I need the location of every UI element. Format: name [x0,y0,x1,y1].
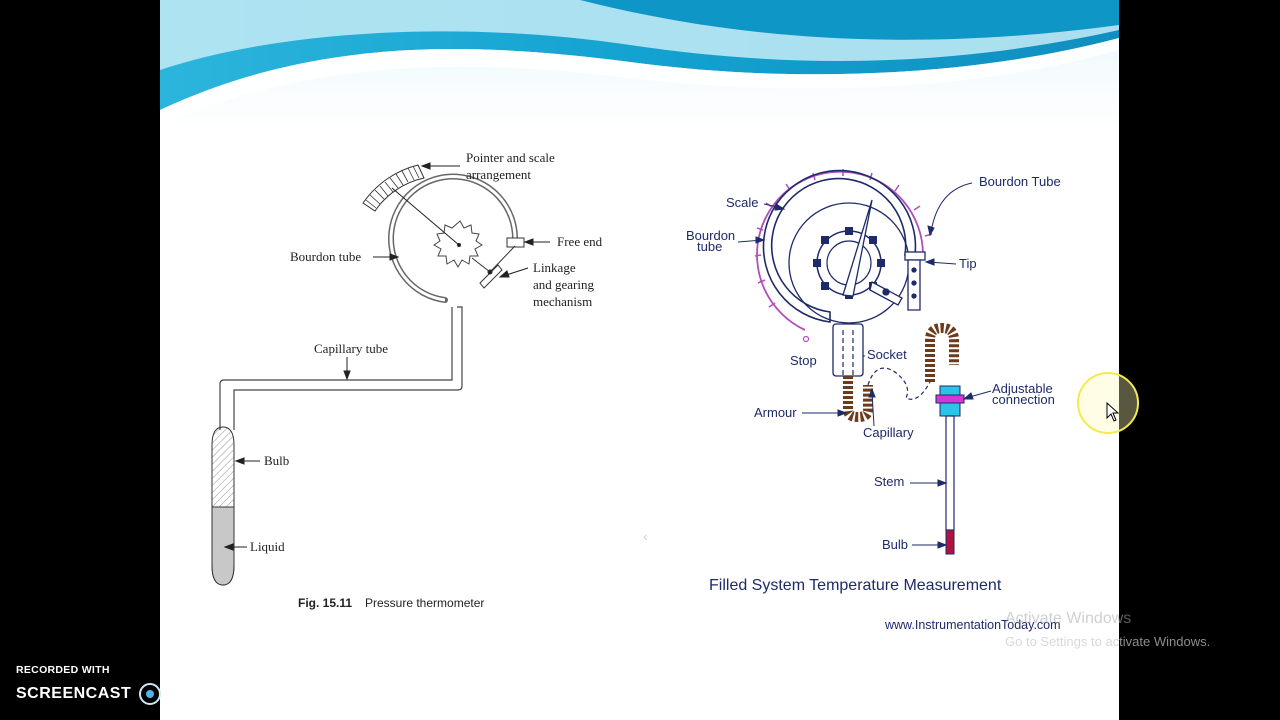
diagram-canvas: Pointer and scale arrangement Bourdon tu… [211,150,1061,632]
right-label-tip: Tip [959,256,977,271]
right-url: www.InstrumentationToday.com [884,618,1061,632]
recorder-brand-a: SCREENCAST [16,685,132,702]
right-pointer [842,199,873,297]
left-pressure-thermometer: Pointer and scale arrangement Bourdon tu… [211,150,603,610]
right-label-stem: Stem [874,474,904,489]
left-label-bulb: Bulb [264,453,289,468]
right-label-bourdon-2: tube [697,239,722,254]
left-label-linkage-3: mechanism [533,294,592,309]
recorder-label: RECORDED WITH [16,664,110,676]
left-label-pointer: Pointer and scale [466,150,555,165]
left-pointer [391,187,460,246]
left-label-bourdon: Bourdon tube [290,249,361,264]
right-label-capillary: Capillary [863,425,914,440]
right-linkage-icon [869,251,926,311]
recorder-brand: SCREENCAST MATIC [16,683,219,705]
left-liquid [211,506,235,586]
slide-nav-hint-icon: ‹ [643,528,648,544]
cursor-highlight [1077,372,1139,434]
right-armour [843,376,873,423]
right-label-bourdon-top: Bourdon Tube [979,174,1061,189]
right-armour-loop [925,322,959,382]
left-label-pointer-2: arrangement [466,167,531,182]
right-capillary [867,367,931,400]
slide: Pointer and scale arrangement Bourdon tu… [160,0,1119,720]
right-label-bourdon-1: Bourdon [686,228,735,243]
right-label-socket: Socket [867,347,907,362]
left-label-linkage-2: and gearing [533,277,595,292]
right-bulb [945,529,955,555]
left-label-free-end: Free end [557,234,603,249]
right-label-stop: Stop [790,353,817,368]
activate-windows-title: Activate Windows [1005,610,1132,627]
mouse-cursor-icon [1106,402,1120,422]
left-label-liquid: Liquid [250,539,285,554]
left-label-linkage-1: Linkage [533,260,576,275]
left-scale-icon [362,164,425,212]
right-filled-system: Scale Bourdon Tube Bourdon tube Tip Stop… [686,169,1061,632]
right-label-bulb: Bulb [882,537,908,552]
right-title: Filled System Temperature Measurement [709,577,1002,594]
right-stop-icon [802,335,810,343]
right-label-scale: Scale [726,195,759,210]
left-label-capillary: Capillary tube [314,341,388,356]
left-capillary-tube [219,306,463,430]
slide-banner [160,0,1119,130]
activate-windows-subtitle: Go to Settings to activate Windows. [1005,634,1211,649]
left-linkage-icon [479,264,503,289]
recorder-logo-icon [139,683,162,705]
right-stem [945,415,955,531]
left-caption-text: Pressure thermometer [365,596,484,610]
recorder-brand-b: MATIC [167,685,220,702]
left-free-end [506,237,525,248]
right-socket [832,323,864,377]
right-label-armour: Armour [754,405,797,420]
right-label-adjustable-1: Adjustable [992,381,1053,396]
left-caption-number: Fig. 15.11 [298,596,352,610]
right-label-adjustable-2: connection [992,392,1055,407]
